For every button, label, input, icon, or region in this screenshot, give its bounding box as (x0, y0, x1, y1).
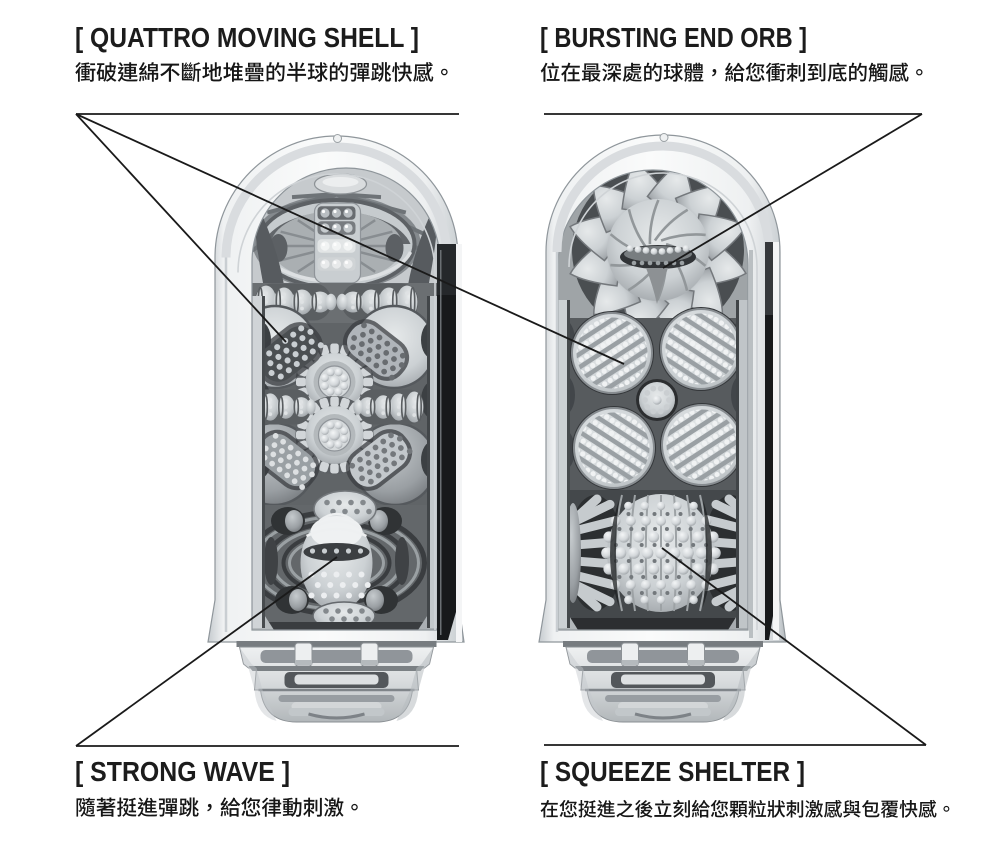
svg-text:[ BURSTING END ORB ]: [ BURSTING END ORB ] (540, 22, 807, 53)
svg-text:[ QUATTRO MOVING SHELL ]: [ QUATTRO MOVING SHELL ] (75, 22, 419, 53)
svg-text:[ STRONG WAVE ]: [ STRONG WAVE ] (75, 756, 290, 787)
svg-text:[ SQUEEZE SHELTER ]: [ SQUEEZE SHELTER ] (540, 756, 805, 787)
